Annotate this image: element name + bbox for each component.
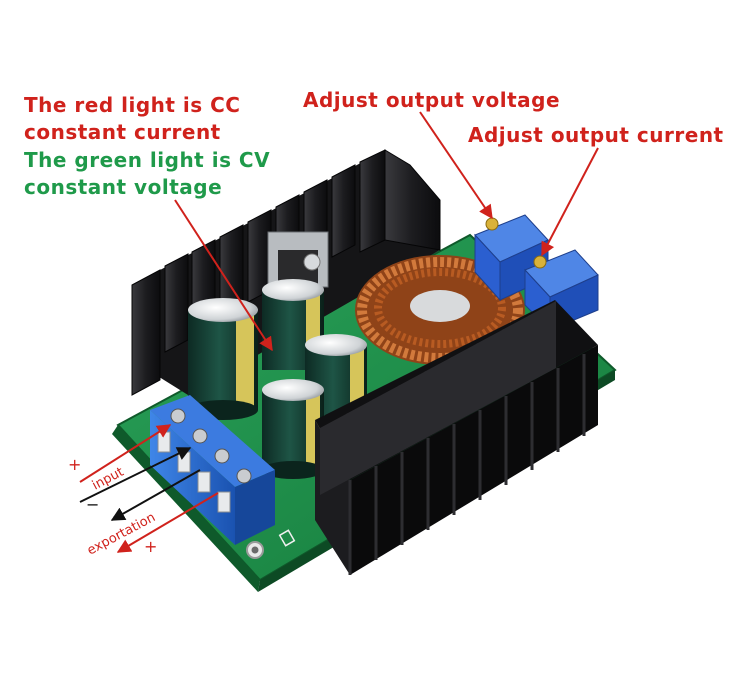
input-minus-sign: −: [86, 495, 99, 514]
green-light-caption-line2: constant voltage: [24, 175, 223, 199]
output-minus-arrow: [110, 469, 201, 521]
front-heatsink: [315, 300, 598, 575]
output-plus-sign: +: [144, 537, 157, 556]
adjust-voltage-caption: Adjust output voltage: [303, 88, 561, 112]
input-plus-arrow: [79, 424, 172, 483]
terminal-block: [150, 395, 275, 545]
input-plus-sign: +: [68, 455, 81, 474]
green-light-caption-line1: The green light is CV: [24, 148, 271, 172]
capacitor: [262, 379, 324, 479]
led-arrow: [174, 199, 273, 352]
red-light-caption-line2: constant current: [24, 120, 221, 144]
voltage-pot-arrow: [419, 111, 493, 220]
output-minus-sign: −: [112, 507, 125, 526]
capacitor: [188, 298, 258, 420]
red-light-caption-line1: The red light is CC: [24, 93, 241, 117]
voltage-potentiometer: [474, 214, 549, 302]
output-plus-arrow: [116, 492, 219, 553]
terminal-screws: [170, 408, 252, 484]
adjust-current-caption: Adjust output current: [468, 123, 724, 147]
input-minus-arrow: [79, 447, 192, 503]
annotation-arrows: [79, 111, 599, 553]
current-pot-arrow: [541, 147, 599, 257]
